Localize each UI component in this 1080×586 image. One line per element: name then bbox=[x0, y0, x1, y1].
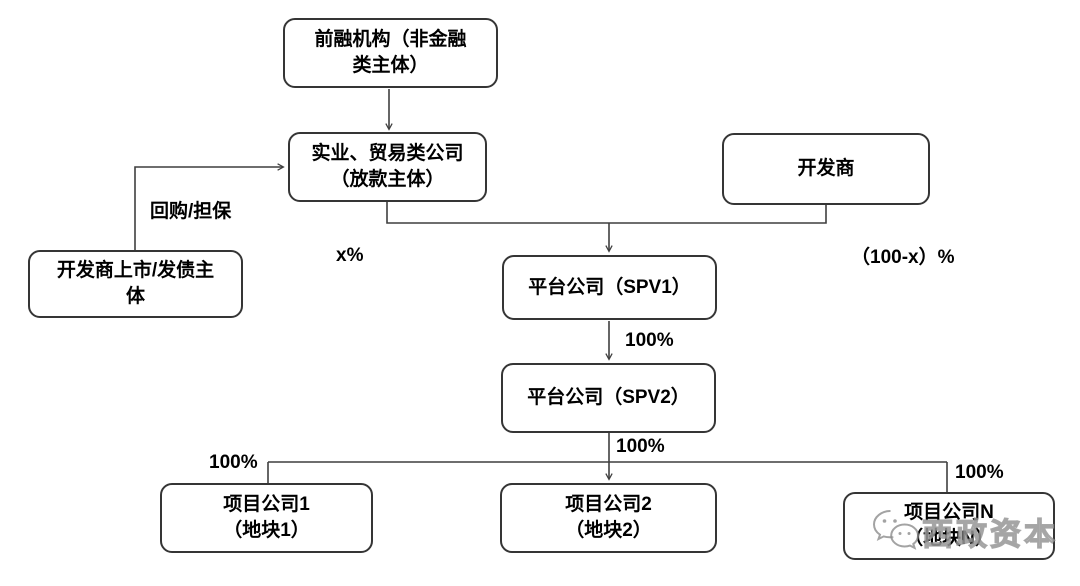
node-label-line1: 平台公司（SPV1） bbox=[528, 276, 691, 298]
node-pre-financing-institution: 前融机构（非金融 类主体） bbox=[283, 18, 498, 88]
node-label-line1: 项目公司2 bbox=[565, 494, 652, 516]
label-100-percent-left-branch: 100% bbox=[209, 452, 258, 473]
node-label-line2: （地块N） bbox=[904, 528, 994, 549]
node-label-line2: 类主体） bbox=[352, 55, 429, 76]
node-project-company-1: 项目公司1 （地块1） bbox=[160, 483, 373, 553]
label-100-percent-spv2-projects: 100% bbox=[616, 436, 665, 457]
node-developer-listed-bond-entity: 开发商上市/发债主 体 bbox=[28, 250, 243, 318]
node-platform-company-spv2: 平台公司（SPV2） bbox=[501, 363, 716, 433]
node-developer: 开发商 bbox=[722, 133, 930, 205]
label-100-percent-right-branch: 100% bbox=[955, 462, 1004, 483]
node-label-line1: 开发商上市/发债主 bbox=[56, 260, 215, 282]
node-label-line1: 实业、贸易类公司 bbox=[311, 143, 464, 165]
label-repurchase-guarantee: 回购/担保 bbox=[150, 201, 232, 222]
node-label-line1: 项目公司1 bbox=[223, 494, 310, 516]
label-x-percent: x% bbox=[336, 245, 364, 266]
node-label-line1: 平台公司（SPV2） bbox=[527, 387, 690, 409]
node-label-line1: 开发商 bbox=[797, 158, 855, 180]
node-label-line1: 前融机构（非金融 bbox=[314, 29, 467, 51]
label-100-percent-spv1-spv2: 100% bbox=[625, 330, 674, 351]
node-project-company-2: 项目公司2 （地块2） bbox=[500, 483, 717, 553]
node-label-line2: （放款主体） bbox=[330, 169, 445, 190]
node-label-line2: （地块2） bbox=[565, 520, 652, 541]
node-platform-company-spv1: 平台公司（SPV1） bbox=[502, 255, 717, 320]
label-100-minus-x-percent: （100-x）% bbox=[851, 247, 955, 268]
node-industrial-trading-company: 实业、贸易类公司 （放款主体） bbox=[288, 132, 487, 202]
node-label-line1: 项目公司N bbox=[904, 502, 994, 524]
connector-merge-bar bbox=[386, 202, 827, 224]
connector-guarantee-to-lender bbox=[134, 163, 285, 250]
node-label-line2: （地块1） bbox=[223, 520, 310, 541]
node-label-line2: 体 bbox=[125, 286, 145, 307]
node-project-company-n: 项目公司N （地块N） bbox=[843, 492, 1055, 560]
